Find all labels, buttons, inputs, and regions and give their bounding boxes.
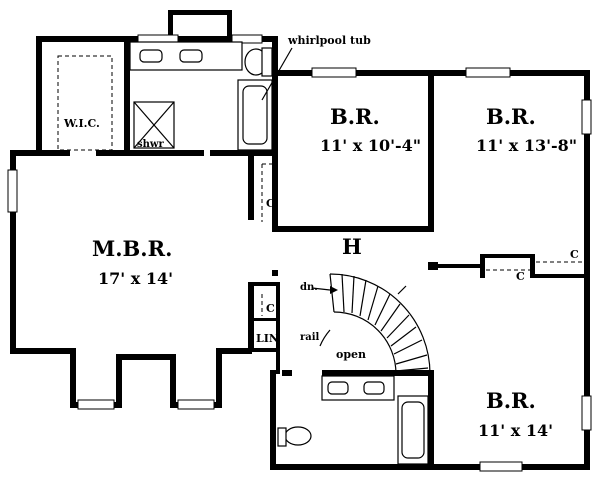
master-bath-fixtures bbox=[57, 41, 293, 151]
open-to-below-label: open bbox=[336, 348, 366, 361]
linen-closet-label: LIN bbox=[256, 332, 279, 345]
door-stubs bbox=[282, 262, 438, 376]
hall-bath-fixtures bbox=[277, 375, 429, 465]
bedroom-3-dimensions: 11' x 14' bbox=[478, 421, 553, 440]
bedroom-1-closet-label: C bbox=[266, 197, 275, 210]
bedroom-1-name: B.R. bbox=[330, 104, 380, 129]
hall-closet-label: C bbox=[266, 302, 275, 315]
staircase bbox=[311, 273, 431, 375]
wic-label: W.I.C. bbox=[63, 117, 100, 130]
bedroom-2-closet-label-a: C bbox=[516, 270, 525, 283]
windows bbox=[7, 34, 592, 472]
bedroom-2-closet-label-b: C bbox=[570, 248, 579, 261]
stairs-down-label: dn. bbox=[300, 282, 318, 293]
rail-label: rail bbox=[300, 332, 320, 343]
closet-lines bbox=[261, 163, 584, 316]
shower-label: shwr bbox=[137, 139, 165, 150]
whirlpool-tub-label: whirlpool tub bbox=[287, 34, 371, 47]
bedroom-2-dimensions: 11' x 13'-8" bbox=[476, 136, 577, 155]
bedroom-1-dimensions: 11' x 10'-4" bbox=[320, 136, 421, 155]
master-bedroom-dimensions: 17' x 14' bbox=[98, 269, 173, 288]
bedroom-3-name: B.R. bbox=[486, 388, 536, 413]
master-bedroom-name: M.B.R. bbox=[92, 236, 172, 261]
bedroom-2-name: B.R. bbox=[486, 104, 536, 129]
hall-label: H bbox=[342, 234, 362, 259]
